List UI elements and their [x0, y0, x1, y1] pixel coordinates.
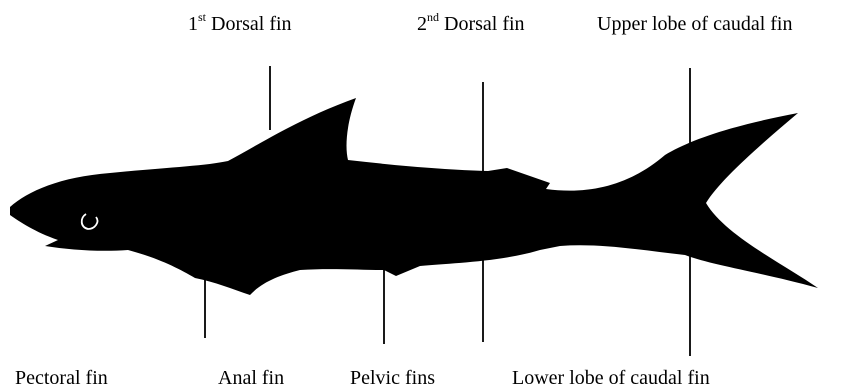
shark-silhouette [10, 98, 818, 295]
label-second-dorsal-fin-suffix: nd [427, 10, 439, 24]
label-first-dorsal-fin-suffix: st [198, 10, 206, 24]
label-second-dorsal-fin: 2nd Dorsal fin [417, 14, 525, 34]
label-pelvic-fins: Pelvic fins [350, 368, 435, 388]
label-second-dorsal-fin-text: Dorsal fin [439, 13, 525, 35]
label-lower-caudal-lobe: Lower lobe of caudal fin [512, 368, 710, 388]
label-second-dorsal-fin-ordinal: 2 [417, 13, 427, 35]
label-first-dorsal-fin-ordinal: 1 [188, 13, 198, 35]
label-first-dorsal-fin-text: Dorsal fin [206, 13, 292, 35]
label-upper-caudal-lobe: Upper lobe of caudal fin [597, 14, 792, 34]
label-pectoral-fin: Pectoral fin [15, 368, 108, 388]
label-first-dorsal-fin: 1st Dorsal fin [188, 14, 292, 34]
label-anal-fin: Anal fin [218, 368, 284, 388]
